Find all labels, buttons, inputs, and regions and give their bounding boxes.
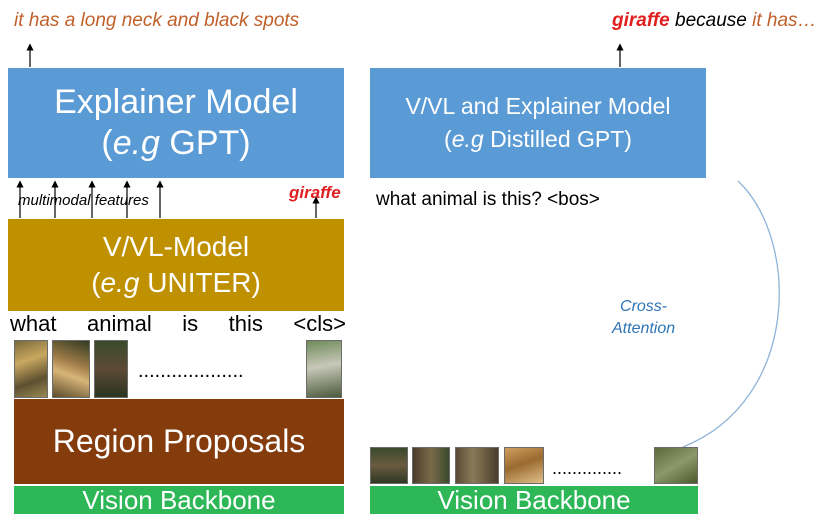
vision-backbone-left: Vision Backbone [14,484,344,515]
patch-thumbnail [370,447,408,484]
vvl-subtitle: (e.g UNITER) [91,267,261,298]
cross-attention-curve [682,180,780,448]
question-token: animal [86,311,152,336]
explainer-title: Explainer Model [54,83,298,121]
patch-ellipsis-right: .............. [552,458,623,478]
region-ellipsis-left: ................... [138,360,244,382]
vvl-explainer-subtitle: (e.g Distilled GPT) [444,126,632,152]
explanation-caption-left: it has a long neck and black spots [14,10,300,31]
region-thumbnail-giraffe-neck [52,340,90,398]
region-proposals-label: Region Proposals [52,423,306,459]
vvl-title: V/VL-Model [102,231,250,262]
vvl-explainer-title: V/VL and Explainer Model [405,93,671,119]
patch-thumbnail-giraffe [504,447,544,484]
vvl-model-box: V/VL-Model (e.g UNITER) [8,219,344,311]
question-token: is [182,311,199,336]
patch-thumbnail-leaves [654,447,698,484]
region-thumbnail-person [306,340,342,398]
cross-attention-label: Cross- Attention [612,298,676,337]
question-tokens: what animal is this <cls> [10,311,346,337]
vvl-explainer-model-box: V/VL and Explainer Model (e.g Distilled … [370,68,706,178]
multimodal-features-label: multimodal features [18,192,149,209]
answer-label: giraffe [289,183,341,202]
explainer-model-box: Explainer Model (e.g GPT) [8,68,344,178]
patch-thumbnail [412,447,450,484]
question-token: <cls> [293,311,346,336]
question-token: this [228,311,263,336]
explainer-subtitle: (e.g GPT) [101,124,251,162]
region-thumbnail-trees [94,340,128,398]
region-proposals-box: Region Proposals [14,399,344,484]
vision-backbone-label-left: Vision Backbone [82,484,276,515]
vision-backbone-right: Vision Backbone [370,484,698,515]
question-token: what [10,311,57,336]
patch-thumbnail [455,447,499,484]
region-thumbnail-giraffe [14,340,48,398]
vision-backbone-label-right: Vision Backbone [437,484,631,515]
explanation-caption-right: giraffe because it has… [612,10,817,31]
prompt-text: what animal is this? <bos> [376,189,600,210]
